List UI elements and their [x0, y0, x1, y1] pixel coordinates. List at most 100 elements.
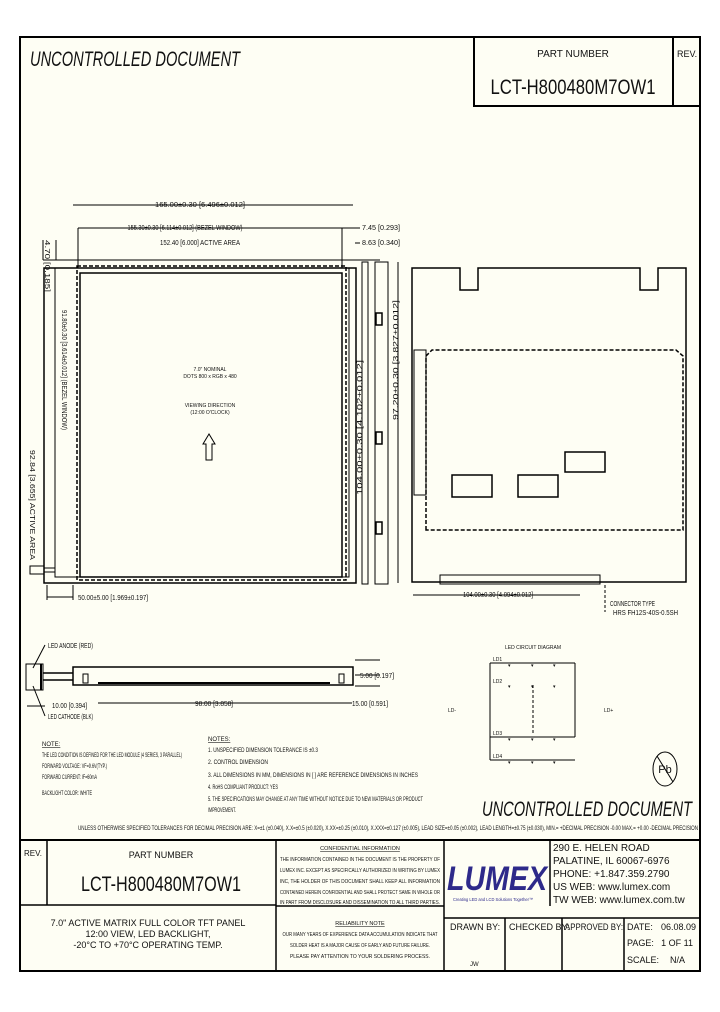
dim-connector: 10.00 [0.394] — [52, 703, 87, 710]
dim-overall-height: 104.00±0.30 [4.102±0.012] — [357, 360, 364, 495]
tb-part-number: LCT-H800480M7OW1 — [81, 873, 241, 896]
connector-part-label: HRS FH12S-40S-0.5SH — [613, 610, 678, 617]
tb-description-line: 12:00 VIEW, LED BACKLIGHT, — [85, 929, 210, 939]
back-view — [411, 267, 687, 612]
pb-mark-text: Pb — [658, 764, 671, 776]
connector-type-label: CONNECTOR TYPE — [610, 601, 655, 608]
confidential-title: CONFIDENTIAL INFORMATION — [320, 846, 400, 852]
svg-text:▾: ▾ — [531, 737, 534, 743]
led-note-line: BACKLIGHT COLOR: WHITE — [42, 791, 92, 797]
reliability-line: OUR MANY YEARS OF EXPERIENCE DATA ACCUMU… — [283, 932, 439, 938]
dim-overall-width: 165.00±0.30 [6.496±0.012] — [155, 202, 245, 209]
svg-text:▾: ▾ — [508, 760, 511, 766]
dim-back-width: 104.00±0.30 [4.094±0.012] — [463, 592, 533, 599]
led-cathode-label: LED CATHODE (BLK) — [48, 714, 93, 721]
dim-right-offset-1: 7.45 [0.293] — [362, 225, 400, 232]
title-block-grid — [20, 839, 700, 971]
circuit-row-ld1: LD1 — [493, 657, 502, 663]
confidential-line: INC, THE HOLDER OF THIS DOCUMENT SHALL K… — [280, 879, 440, 885]
watermark-bottom: UNCONTROLLED DOCUMENT — [482, 798, 694, 821]
page-label: PAGE: — [627, 938, 654, 948]
tb-description-line: -20°C TO +70°C OPERATING TEMP. — [73, 940, 222, 950]
side-view — [25, 644, 380, 717]
led-note-line: FORWARD VOLTAGE: VF=9.6V(TYP.) — [42, 764, 107, 770]
svg-text:▾: ▾ — [553, 760, 556, 766]
led-note-line: THE LED CONDITION IS DEFINED FOR THE LED… — [42, 753, 182, 759]
dim-length: 98.00 [3.858] — [195, 701, 233, 708]
viewing-label-2: (12:00 O'CLOCK) — [190, 410, 230, 416]
approved-by-label: APPROVED BY: — [565, 922, 623, 932]
confidential-block: CONFIDENTIAL INFORMATION THE INFORMATION… — [280, 846, 441, 906]
logo-tagline: Creating LED and LCD Solutions Together™ — [453, 897, 533, 902]
address-line: US WEB: www.lumex.com — [553, 882, 670, 893]
general-notes: NOTES: 1. UNSPECIFIED DIMENSION TOLERANC… — [208, 737, 423, 814]
date-value: 06.08.09 — [661, 922, 696, 932]
dim-left-3: 4.70 [0.185] — [43, 240, 50, 292]
circuit-row-ld4: LD4 — [493, 754, 502, 760]
part-number: LCT-H800480M7OW1 — [491, 76, 656, 99]
note-line: 5. THE SPECIFICATIONS MAY CHANGE AT ANY … — [208, 797, 423, 803]
front-view — [29, 204, 399, 600]
tolerance-line: UNLESS OTHERWISE SPECIFIED TOLERANCES FO… — [78, 826, 698, 832]
dim-offset: 15.00 [0.591] — [352, 701, 388, 708]
svg-text:▾: ▾ — [553, 737, 556, 743]
address-line: TW WEB: www.lumex.com.tw — [553, 895, 685, 906]
led-anode-label: LED ANODE (RED) — [48, 643, 93, 650]
svg-text:▾: ▾ — [508, 737, 511, 743]
dim-cable: 50.00±5.00 [1.969±0.197] — [78, 595, 148, 602]
circuit-terminal-plus: LD+ — [604, 708, 613, 714]
page-value: 1 OF 11 — [661, 938, 693, 948]
logo-wordmark: LUMEX — [447, 860, 549, 898]
address-line: PHONE: +1.847.359.2790 — [553, 869, 670, 880]
dim-left-2: 91.80±0.30 [3.614±0.012] (BEZEL WINDOW) — [60, 310, 67, 430]
tb-rev-label: REV. — [24, 849, 42, 858]
svg-text:▾: ▾ — [531, 663, 534, 669]
note-line: IMPROVEMENT. — [208, 808, 236, 814]
tb-part-number-label: PART NUMBER — [129, 850, 194, 860]
svg-text:▾: ▾ — [531, 760, 534, 766]
dim-right-offset-2: 8.63 [0.340] — [362, 240, 400, 247]
scale-value: N/A — [670, 955, 685, 965]
note-line: 1. UNSPECIFIED DIMENSION TOLERANCE IS ±0… — [208, 748, 319, 754]
scale-label: SCALE: — [627, 955, 659, 965]
dim-bezel-width: 155.30±0.30 [6.114±0.012] (BEZEL WINDOW) — [128, 225, 243, 232]
date-label: DATE: — [627, 922, 653, 932]
dim-side-height: 97.20±0.30 [3.827±0.012] — [393, 300, 400, 420]
drawn-by-label: DRAWN BY: — [450, 922, 500, 932]
led-symbols: ▾▾▾ ▾▾▾ ▾▾▾ ▾▾▾ — [508, 663, 556, 766]
confidential-line: THE INFORMATION CONTAINED IN THE DOCUMEN… — [280, 857, 441, 863]
dim-thickness: 5.00 [0.197] — [360, 673, 394, 680]
reliability-line: SOLDER HEAT IS A MAJOR CAUSE OF EARLY AN… — [290, 943, 430, 949]
reliability-title: RELIABILITY NOTE — [335, 921, 385, 927]
led-circuit-diagram — [489, 662, 576, 761]
viewing-label-1: VIEWING DIRECTION — [185, 403, 236, 409]
confidential-line: CONTAINED HEREIN CONFIDENTIAL AND SHALL … — [280, 890, 440, 896]
tb-description-line: 7.0" ACTIVE MATRIX FULL COLOR TFT PANEL — [51, 918, 246, 928]
confidential-line: IN PART FROM DISCLOSURE AND DISSEMINATIO… — [280, 900, 440, 906]
reliability-line: PLEASE PAY ATTENTION TO YOUR SOLDERING P… — [290, 954, 430, 960]
address-line: 290 E. HELEN ROAD — [553, 843, 650, 854]
svg-text:▾: ▾ — [508, 684, 511, 690]
svg-text:▾: ▾ — [553, 663, 556, 669]
svg-text:▾: ▾ — [553, 684, 556, 690]
note-line: 4. RoHS COMPLIANT PRODUCT: YES — [208, 785, 278, 791]
rev-label: REV. — [677, 49, 697, 59]
circuit-terminal-minus: LD- — [448, 708, 456, 714]
led-note-title: NOTE: — [42, 742, 61, 748]
led-note-line: FORWARD CURRENT: IF=60mA — [42, 775, 97, 781]
address-block: 290 E. HELEN ROAD PALATINE, IL 60067-697… — [553, 843, 685, 906]
lumex-logo: LUMEX Creating LED and LCD Solutions Tog… — [447, 860, 549, 902]
watermark-top: UNCONTROLLED DOCUMENT — [30, 48, 242, 71]
note-line: 3. ALL DIMENSIONS IN MM, DIMENSIONS IN [… — [208, 773, 418, 779]
sheet-border — [19, 36, 701, 972]
address-line: PALATINE, IL 60067-6976 — [553, 856, 670, 867]
notes-title: NOTES: — [208, 737, 231, 743]
dim-active-width: 152.40 [6.000] ACTIVE AREA — [160, 240, 240, 247]
center-label-1: 7.0" NOMINAL — [194, 367, 227, 373]
led-note: NOTE: THE LED CONDITION IS DEFINED FOR T… — [42, 742, 182, 797]
header — [473, 36, 701, 107]
part-number-label: PART NUMBER — [537, 49, 609, 60]
checked-by-label: CHECKED BY: — [509, 922, 570, 932]
